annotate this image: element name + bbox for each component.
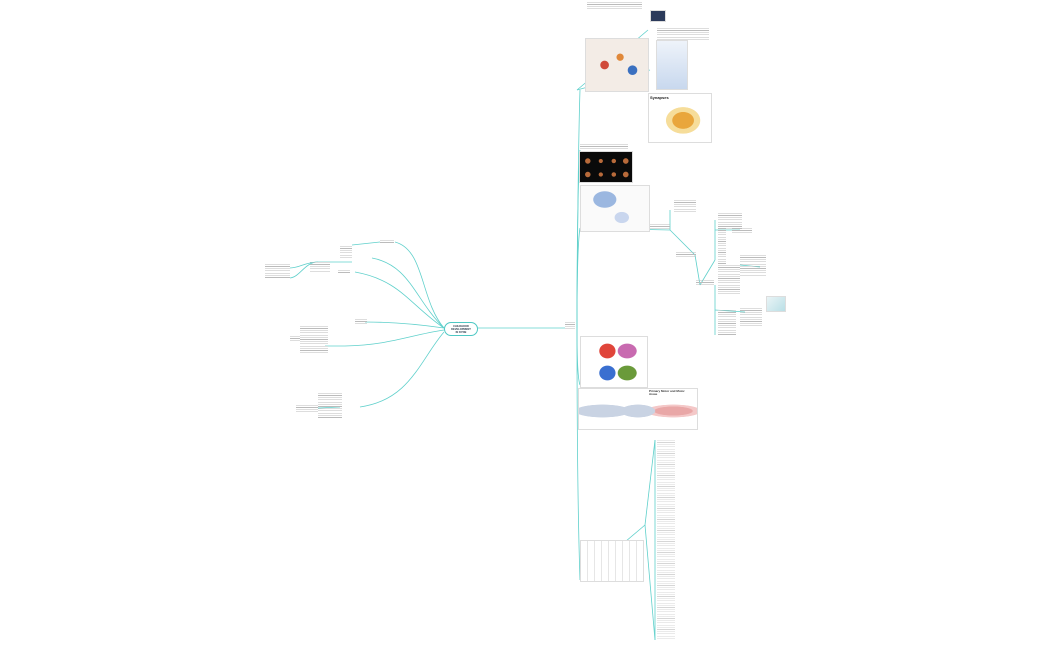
text-node[interactable] (657, 28, 709, 40)
text-node[interactable] (290, 336, 300, 341)
diagram-thumbnail-image (766, 296, 786, 312)
thumbnail-image (650, 10, 666, 22)
text-node[interactable] (580, 144, 628, 150)
text-node[interactable] (587, 2, 642, 10)
neuron-detail-image (656, 40, 688, 90)
text-node[interactable] (696, 280, 714, 285)
text-node[interactable] (718, 265, 740, 295)
central-topic[interactable]: CHILDHOOD DEVELOPMENT IN DYDB (444, 322, 478, 336)
flow-chart-image (580, 540, 644, 582)
motor-title-line-2: Areas (649, 392, 658, 397)
neuron-diagram-image (585, 38, 649, 92)
text-node[interactable] (380, 240, 394, 244)
motor-title-line-1: Primary Motor and Motor (649, 389, 685, 393)
brain-development-image (579, 151, 633, 183)
text-node[interactable] (318, 393, 342, 419)
text-node[interactable] (657, 440, 675, 640)
central-topic-line-3: IN DYDB (455, 330, 467, 334)
text-node[interactable] (732, 228, 752, 234)
text-node[interactable] (310, 262, 330, 272)
text-node[interactable] (718, 213, 742, 229)
text-node[interactable] (740, 255, 766, 277)
text-node[interactable] (565, 322, 575, 330)
motor-areas-title: Primary Motor and Motor Areas (649, 389, 685, 397)
text-node[interactable] (718, 228, 726, 264)
text-node[interactable] (674, 200, 696, 212)
text-node[interactable] (355, 319, 367, 324)
text-node[interactable] (740, 308, 762, 328)
synapses-title: Synapses (650, 95, 669, 100)
synapse-image (648, 93, 712, 143)
central-topic-line-2: DEVELOPMENT (451, 327, 471, 331)
text-node[interactable] (338, 270, 350, 274)
text-node[interactable] (296, 405, 318, 413)
text-node[interactable] (718, 310, 736, 336)
text-node[interactable] (650, 224, 670, 230)
central-topic-line-1: CHILDHOOD (453, 324, 469, 328)
text-node[interactable] (676, 252, 696, 257)
text-node[interactable] (300, 326, 328, 354)
text-node[interactable] (265, 264, 290, 278)
motor-areas-image (578, 388, 698, 430)
brain-lobes-image (580, 336, 648, 388)
brain-structure-image (580, 185, 650, 232)
text-node[interactable] (340, 246, 352, 258)
